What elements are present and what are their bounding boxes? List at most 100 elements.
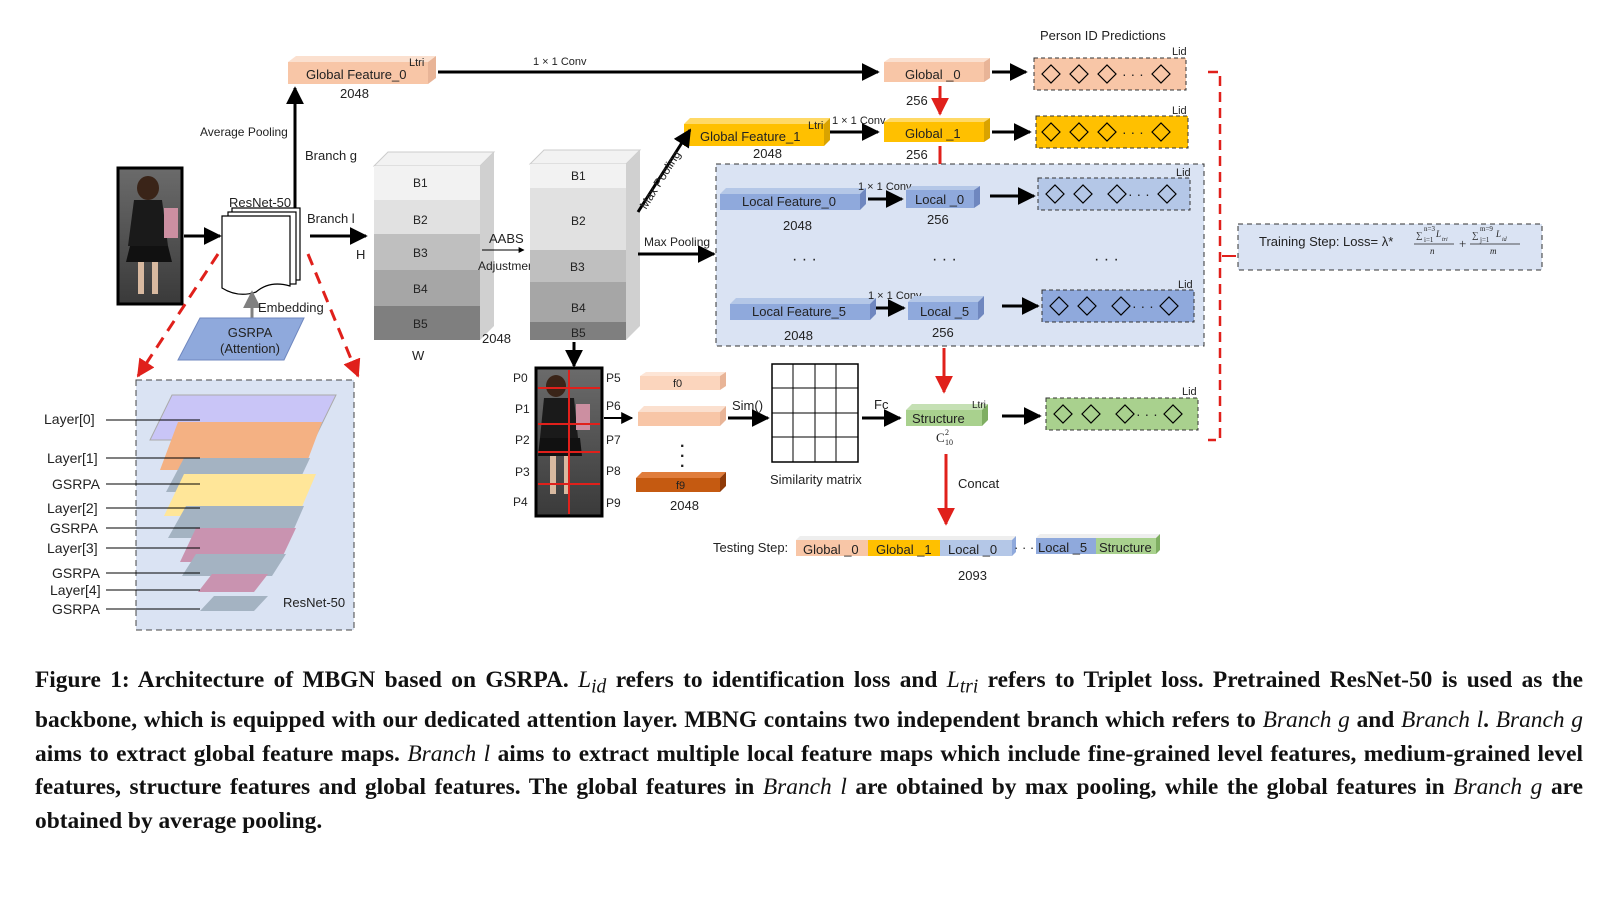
tensor2-b3: B3 <box>570 260 585 274</box>
testing-global-0: Global _0 <box>803 542 859 557</box>
layer-4-label: Layer[4] <box>50 582 101 598</box>
figure-caption: Figure 1: Architecture of MBGN based on … <box>35 664 1583 838</box>
global-feature-1-dim: 2048 <box>753 146 782 161</box>
p4-label: P4 <box>513 495 528 509</box>
tensor1-b1: B1 <box>413 176 428 190</box>
caption-branch-g-2: Branch g <box>1495 707 1583 734</box>
global-1-label: Global _1 <box>905 126 961 141</box>
caption-text-6: aims to extract global feature maps. <box>35 740 408 767</box>
input-person-image <box>116 166 184 306</box>
svg-text:tri: tri <box>1442 237 1448 243</box>
f-vertical-dots-1: · <box>680 438 685 455</box>
conv-local-0-label: 1 × 1 Conv <box>858 181 912 193</box>
p2-label: P2 <box>515 433 530 447</box>
max-pooling-label: Max Pooling <box>644 235 710 249</box>
embedding-label: Embedding <box>258 300 324 315</box>
f-vertical-dots-2: · <box>680 448 685 465</box>
average-pooling-label: Average Pooling <box>200 125 288 139</box>
tensor1-b4: B4 <box>413 282 428 296</box>
caption-text-5: . <box>1483 707 1496 734</box>
tensor1-b5: B5 <box>413 317 428 331</box>
prediction-row-1-lid: Lid <box>1172 105 1187 117</box>
prediction-local-5-dots: · · · <box>1132 298 1154 314</box>
local-0-dim: 256 <box>927 212 949 227</box>
resnet50-label: ResNet-50 <box>229 195 291 210</box>
global-1-block: Global _1 256 <box>884 118 990 162</box>
structure-c-sup: 2 <box>945 428 949 437</box>
structure-block: Structure Ltri C 2 10 <box>906 400 988 447</box>
conv-local-5-label: 1 × 1 Conv <box>868 290 922 302</box>
panel-dots-3: · · · <box>1094 251 1119 268</box>
testing-structure: Structure <box>1099 540 1152 555</box>
tensor2-b1: B1 <box>571 169 586 183</box>
testing-local-0: Local _0 <box>948 542 997 557</box>
caption-text-1: Figure 1: Architecture of MBGN based on … <box>35 667 579 693</box>
structure-label: Structure <box>912 411 965 426</box>
f-vertical-dots-3: · <box>680 458 685 475</box>
prediction-local-0-dots: · · · <box>1128 186 1150 202</box>
local-0-label: Local _0 <box>915 192 964 207</box>
caption-branch-g-1: Branch g <box>1262 707 1350 734</box>
svg-text:L: L <box>1435 229 1441 239</box>
gsrpa-2-label: GSRPA <box>50 520 99 536</box>
testing-dots: · · · <box>1014 540 1034 555</box>
p1-label: P1 <box>515 402 530 416</box>
part-feature-bars: f0 · · · f9 2048 <box>636 372 726 513</box>
prediction-row-0-dots: · · · <box>1122 66 1144 82</box>
inset-resnet50-label: ResNet-50 <box>283 595 345 610</box>
svg-text:+: + <box>1459 236 1466 251</box>
prediction-structure-dots: · · · <box>1136 406 1158 422</box>
similarity-matrix: Similarity matrix <box>770 363 862 487</box>
global-0-block: Global _0 256 <box>884 58 990 108</box>
global-feature-1-block: Global Feature_1 Ltri 2048 <box>684 118 830 161</box>
svg-text:∑: ∑ <box>1416 230 1422 240</box>
person-id-predictions-label: Person ID Predictions <box>1040 28 1166 43</box>
caption-lid: Lid <box>578 667 607 698</box>
local-feature-5-dim: 2048 <box>784 328 813 343</box>
gsrpa-1-label: GSRPA <box>52 476 101 492</box>
caption-text-9: are obtained by average pooling. <box>35 774 1583 834</box>
caption-text-3: refers to Triplet loss. Pretrained ResNe… <box>35 667 1583 734</box>
sim-label: Sim() <box>732 398 763 413</box>
f9-label: f9 <box>676 480 685 492</box>
local-5-dim: 256 <box>932 325 954 340</box>
partition-image: P0 P1 P2 P3 P4 P5 P6 P7 P8 P9 <box>513 366 621 518</box>
tensor1-w: W <box>412 348 425 363</box>
feature-tensor-1: B1 B2 B3 B4 B5 W 2048 <box>372 151 511 363</box>
local-feature-0-dim: 2048 <box>783 218 812 233</box>
training-step-box: Training Step: Loss= λ* ∑ n=3 i=1 L tri … <box>1237 223 1543 271</box>
branch-l-label: Branch l <box>307 211 355 226</box>
global-1-dim: 256 <box>906 147 928 162</box>
tensor1-dim: 2048 <box>482 331 511 346</box>
fc-label: Fc <box>874 397 889 412</box>
panel-dots-2: · · · <box>932 251 957 268</box>
concat-label: Concat <box>958 476 1000 491</box>
prediction-local-5-lid: Lid <box>1178 279 1193 291</box>
caption-text-4: and <box>1349 707 1402 734</box>
feature-tensor-2: B1 B2 B3 B4 B5 <box>528 149 642 340</box>
local-feature-panel: Local Feature_0 2048 1 × 1 Conv Local _0… <box>715 163 1205 347</box>
p3-label: P3 <box>515 465 530 479</box>
svg-text:m: m <box>1490 246 1497 256</box>
testing-local-5: Local _5 <box>1038 540 1087 555</box>
conv-top-label: 1 × 1 Conv <box>533 56 587 68</box>
testing-step-label: Testing Step: <box>713 540 788 555</box>
global-feature-0-ltri: Ltri <box>409 57 424 69</box>
gsrpa-3-label: GSRPA <box>52 565 101 581</box>
caption-text-7: aims to extract multiple local feature m… <box>35 740 1583 801</box>
local-feature-0-label: Local Feature_0 <box>742 194 836 209</box>
tensor1-b3: B3 <box>413 246 428 260</box>
svg-text:m=9: m=9 <box>1480 225 1493 233</box>
prediction-local-0-lid: Lid <box>1176 167 1191 179</box>
tensor1-b2: B2 <box>413 213 428 227</box>
structure-ltri: Ltri <box>972 400 986 411</box>
layer-1-label: Layer[1] <box>47 450 98 466</box>
prediction-structure-lid: Lid <box>1182 386 1197 398</box>
caption-branch-l-3: Branch l <box>762 774 847 801</box>
gsrpa-attention-block: GSRPA (Attention) <box>177 317 305 361</box>
gsrpa-label: GSRPA <box>228 325 273 340</box>
svg-text:id: id <box>1502 237 1508 243</box>
p9-label: P9 <box>606 496 621 510</box>
caption-branch-l-1: Branch l <box>1401 707 1484 734</box>
